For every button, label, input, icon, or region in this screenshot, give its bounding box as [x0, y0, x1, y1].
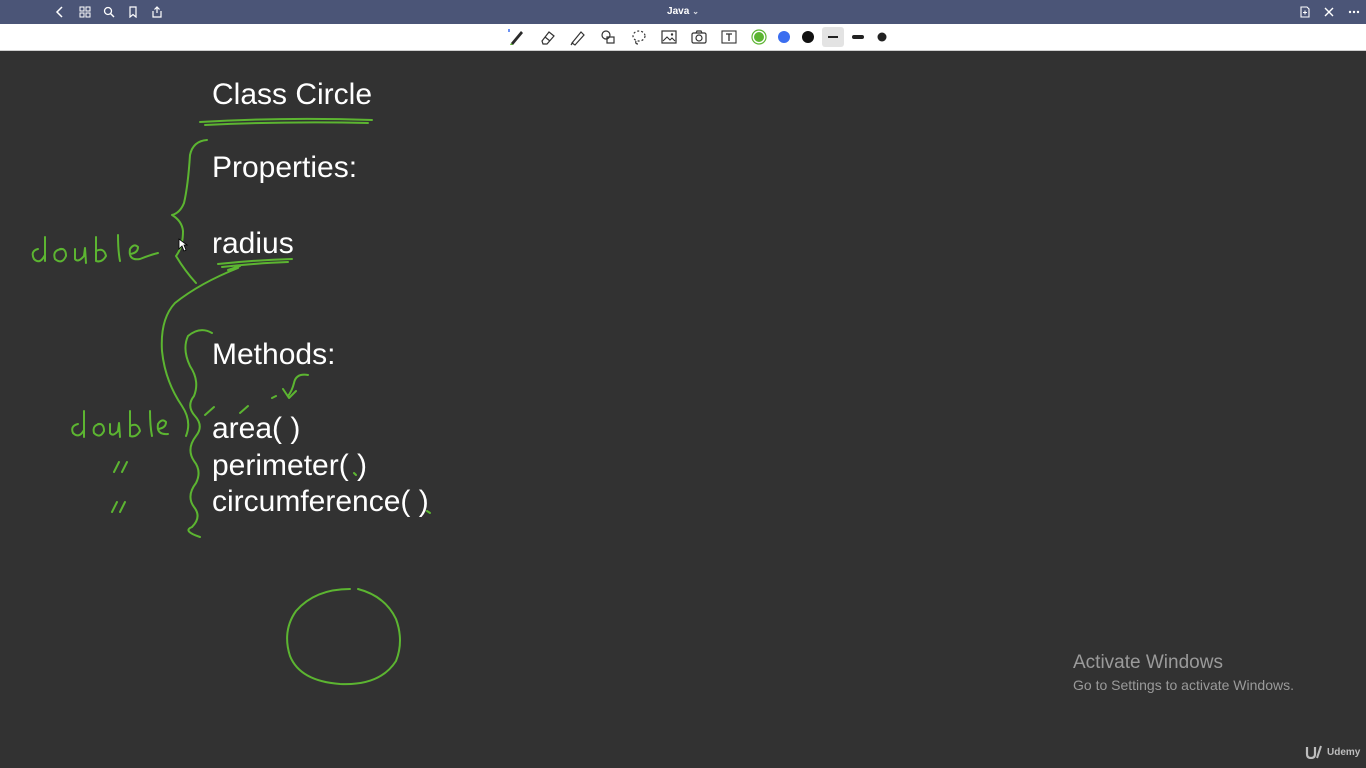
windows-activation-watermark: Activate Windows Go to Settings to activ…	[1073, 652, 1294, 695]
methods-heading: Methods:	[212, 338, 336, 371]
add-page-icon[interactable]	[1297, 4, 1313, 20]
note-canvas[interactable]: Class Circle Properties: radius Methods:…	[0, 51, 1366, 768]
drawing-toolbar	[0, 24, 1366, 51]
grid-icon[interactable]	[77, 4, 93, 20]
lasso-tool-icon[interactable]	[628, 27, 650, 47]
method-circumference: circumference( )	[212, 485, 429, 518]
camera-tool-icon[interactable]	[688, 27, 710, 47]
bookmark-icon[interactable]	[125, 4, 141, 20]
color-green-swatch[interactable]	[748, 27, 770, 47]
shapes-tool-icon[interactable]	[597, 27, 619, 47]
udemy-logo-icon	[1305, 745, 1322, 759]
ditto-mark-1	[113, 461, 128, 473]
pen-tool-icon[interactable]	[506, 27, 528, 47]
radius-connector	[160, 267, 239, 437]
class-title: Class Circle	[212, 78, 373, 111]
share-icon[interactable]	[149, 4, 165, 20]
watermark-title: Activate Windows	[1073, 652, 1223, 673]
highlighter-tool-icon[interactable]	[567, 27, 589, 47]
watermark-subtitle: Go to Settings to activate Windows.	[1073, 677, 1294, 693]
document-title[interactable]: Java⌄	[667, 6, 699, 17]
properties-brace	[171, 139, 208, 284]
eraser-tool-icon[interactable]	[537, 27, 559, 47]
stroke-thick-option[interactable]	[871, 27, 893, 47]
color-black-swatch[interactable]	[797, 27, 819, 47]
image-tool-icon[interactable]	[658, 27, 680, 47]
color-blue-swatch[interactable]	[773, 27, 795, 47]
title-underline	[199, 117, 373, 126]
properties-heading: Properties:	[212, 151, 358, 184]
method-area: area( )	[212, 412, 301, 445]
text-tool-icon[interactable]	[718, 27, 740, 47]
handwriting-d2	[71, 410, 85, 438]
handwritten-annotations	[31, 117, 431, 686]
back-icon[interactable]	[52, 4, 68, 20]
close-icon[interactable]	[1321, 4, 1337, 20]
property-radius: radius	[212, 227, 294, 260]
search-icon[interactable]	[101, 4, 117, 20]
method-perimeter: perimeter( )	[212, 449, 368, 482]
circle-sketch	[286, 588, 401, 686]
stroke-thin-option[interactable]	[822, 27, 844, 47]
radius-underline	[217, 258, 293, 271]
ditto-mark-2	[111, 501, 126, 513]
small-arrow	[271, 373, 309, 399]
title-bar: Java⌄	[0, 0, 1366, 24]
more-icon[interactable]	[1346, 4, 1362, 20]
mouse-cursor-icon	[178, 238, 188, 252]
methods-brace	[184, 329, 213, 538]
stroke-medium-option[interactable]	[847, 27, 869, 47]
udemy-logo-text: Udemy	[1327, 746, 1361, 758]
udemy-logo: Udemy	[1305, 743, 1360, 761]
handwriting-d1	[31, 236, 46, 263]
area-tick	[204, 405, 249, 416]
